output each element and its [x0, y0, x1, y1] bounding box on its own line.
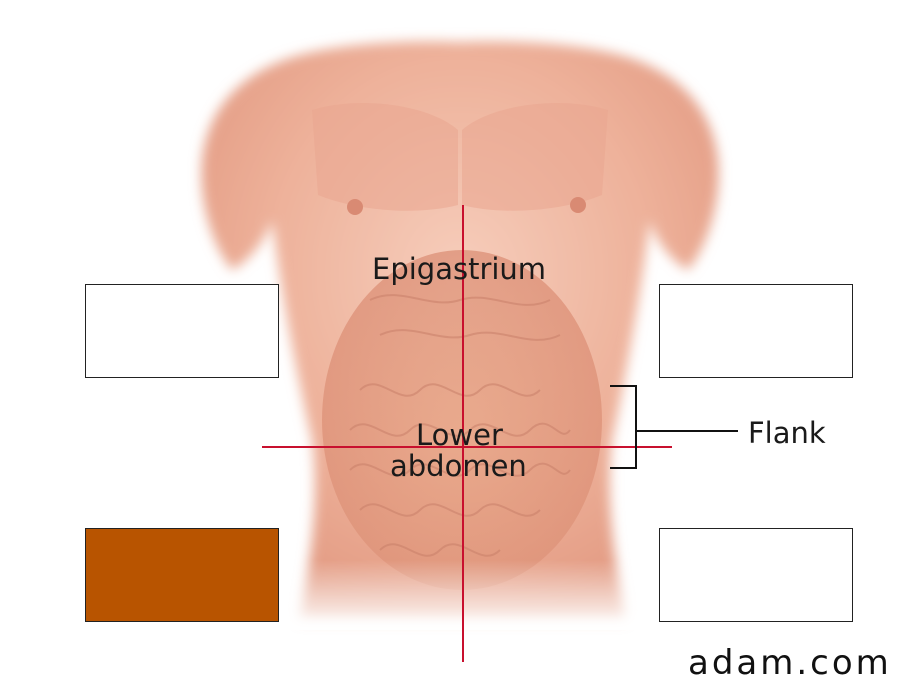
label-box-bottom-left[interactable] — [85, 528, 279, 622]
intestine-loops — [349, 294, 571, 557]
nipple — [347, 199, 363, 215]
fade — [260, 560, 660, 630]
lower-abdomen-label-line2: abdomen — [390, 449, 527, 483]
flank-bracket — [610, 385, 738, 469]
epigastrium-label: Epigastrium — [372, 252, 547, 286]
flank-label: Flank — [748, 416, 826, 450]
label-box-bottom-right[interactable] — [659, 528, 853, 622]
chest-shading — [462, 102, 608, 211]
label-box-top-left[interactable] — [85, 284, 279, 378]
watermark: adam.com — [688, 643, 892, 683]
nipple — [570, 197, 586, 213]
lower-abdomen-label-line1: Lower — [416, 418, 503, 452]
chest-shading — [312, 102, 458, 211]
label-box-top-right[interactable] — [659, 284, 853, 378]
